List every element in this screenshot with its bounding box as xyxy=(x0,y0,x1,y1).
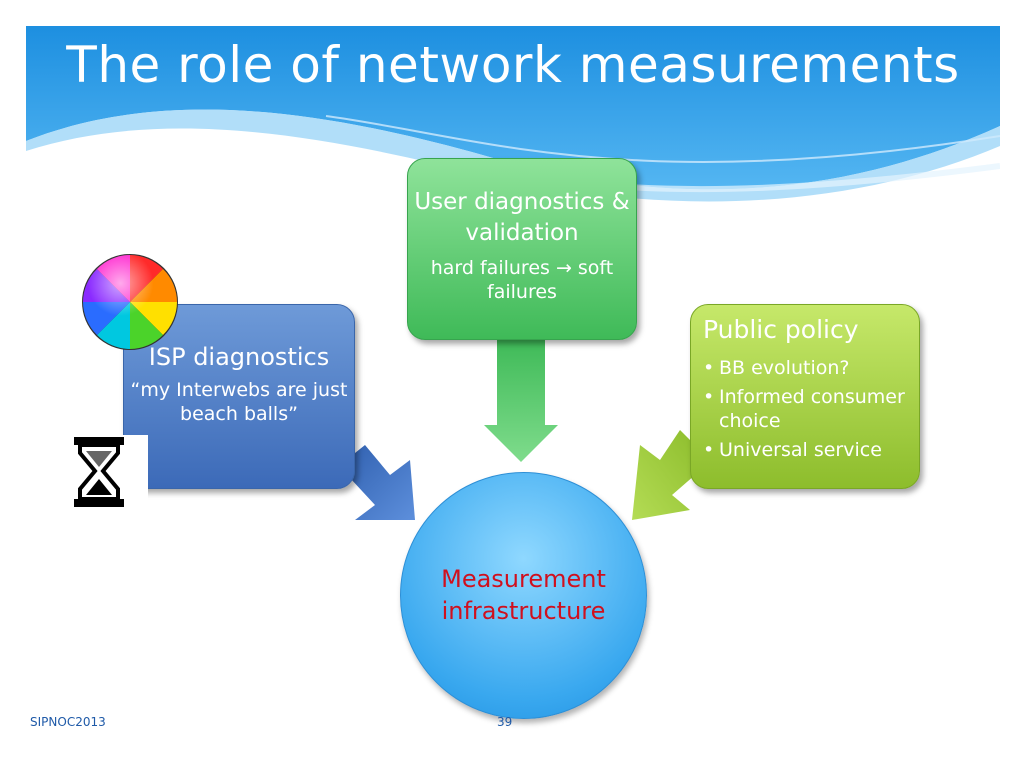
bullet-item: Universal service xyxy=(703,438,909,463)
arrow-user-to-center xyxy=(484,340,558,462)
arrow-isp-to-center xyxy=(340,445,415,520)
bullet-item: BB evolution? xyxy=(703,356,909,381)
public-policy-heading: Public policy xyxy=(703,315,859,344)
measurement-infrastructure-label: Measurement infrastructure xyxy=(441,565,606,625)
bullet-item: Informed consumer choice xyxy=(703,385,909,434)
isp-diagnostics-quote: “my Interwebs are just beach balls” xyxy=(130,379,348,425)
page-number: 39 xyxy=(497,715,513,729)
header-band xyxy=(26,26,1000,202)
footer-label: SIPNOC2013 xyxy=(30,715,106,729)
user-diagnostics-heading: User diagnostics & validation xyxy=(414,189,630,247)
public-policy-box: Public policy BB evolution? Informed con… xyxy=(690,304,920,489)
hourglass-icon-frame xyxy=(70,435,148,509)
public-policy-bullets: BB evolution? Informed consumer choice U… xyxy=(703,356,909,463)
isp-diagnostics-box: ISP diagnostics “my Interwebs are just b… xyxy=(123,304,355,489)
user-diagnostics-box: User diagnostics & validation hard failu… xyxy=(407,158,637,340)
hourglass-icon xyxy=(74,437,124,507)
slide-title: The role of network measurements xyxy=(66,36,960,94)
user-diagnostics-subtext: hard failures → soft failures xyxy=(430,257,614,303)
arrow-policy-to-center xyxy=(632,430,700,520)
isp-diagnostics-heading: ISP diagnostics xyxy=(148,343,330,371)
measurement-infrastructure-circle: Measurement infrastructure xyxy=(400,472,647,719)
spinning-beach-ball-icon xyxy=(82,254,178,350)
